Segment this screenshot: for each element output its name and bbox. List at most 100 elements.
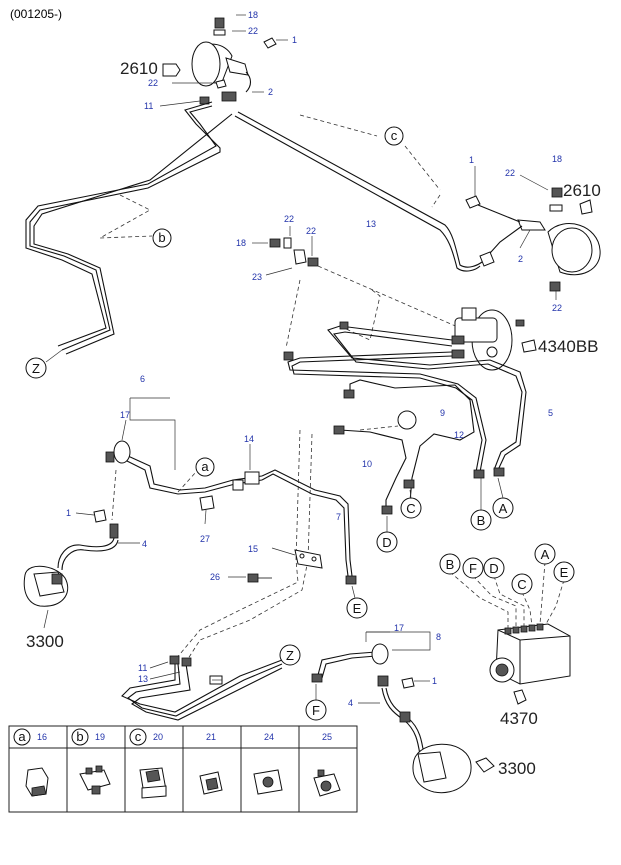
label-22-top: 22 [248, 26, 258, 36]
callout-F-abs [462, 557, 484, 579]
brake-pipe-13 [234, 111, 483, 272]
label-18-top: 18 [248, 10, 258, 20]
svg-text:B: B [446, 557, 455, 572]
brake-hose-4-left [57, 523, 140, 571]
label-13-top: 13 [366, 219, 376, 229]
label-22-right-bottom: 22 [552, 303, 562, 313]
label-17-left: 17 [120, 410, 130, 420]
label-13-bottom: 13 [138, 674, 148, 684]
callout-D-abs [483, 557, 505, 579]
brake-pipe-12 [349, 379, 475, 503]
brake-hose-4-right [381, 687, 425, 756]
label-22-topleft: 22 [148, 78, 158, 88]
clip-21-drawing [199, 771, 223, 795]
callout-d [397, 410, 417, 430]
label-4-left: 4 [142, 539, 147, 549]
callout-b [152, 228, 172, 248]
label-8: 8 [436, 632, 441, 642]
hose-fitting-17-left [105, 440, 131, 464]
rear-pipe-bundle [121, 655, 283, 721]
clip-16-drawing [25, 767, 49, 797]
label-1-top: 1 [292, 35, 297, 45]
label-2-top: 2 [268, 87, 273, 97]
label-7: 7 [336, 512, 341, 522]
label-12: 12 [454, 430, 464, 440]
clip-25-drawing [313, 769, 341, 797]
junction-block-15 [294, 549, 323, 569]
callout-c [384, 126, 404, 146]
front-left-brake-assembly [191, 17, 277, 105]
abs-unit-4370 [489, 623, 571, 685]
ref-4340bb: 4340BB [538, 337, 599, 356]
legend-num-19: 19 [95, 732, 105, 742]
svg-text:F: F [469, 561, 477, 576]
brake-pipe-10 [339, 429, 407, 510]
caliper-3300-left [23, 565, 69, 607]
clip-19-drawing [79, 765, 111, 795]
legend-num-16: 16 [37, 732, 47, 742]
svg-text:D: D [382, 535, 391, 550]
label-11-top: 11 [144, 101, 153, 111]
callout-a [195, 457, 215, 477]
ref-3300-right: 3300 [498, 759, 536, 778]
diagram-code: (001205-) [10, 7, 62, 21]
ref-2610-right: 2610 [563, 181, 601, 200]
label-22-right: 22 [505, 168, 515, 178]
label-11-bottom: 11 [138, 663, 147, 673]
front-right-brake-assembly [465, 187, 601, 292]
ref-3300-left: 3300 [26, 632, 64, 651]
callout-A-abs [534, 543, 556, 565]
brake-pipe-8 [317, 643, 389, 687]
svg-text:b: b [158, 230, 165, 245]
legend-num-21: 21 [206, 732, 216, 742]
ref-2610-left: 2610 [120, 59, 158, 78]
legend-num-20: 20 [153, 732, 163, 742]
label-23-center: 23 [252, 272, 262, 282]
callout-E-pipe [346, 597, 368, 619]
clip-20-drawing [139, 767, 167, 799]
label-15: 15 [248, 544, 258, 554]
label-4-right: 4 [348, 698, 353, 708]
label-1-right: 1 [469, 155, 474, 165]
svg-text:F: F [312, 703, 320, 718]
legend-table: a 16 b 19 c 20 21 24 25 [8, 725, 358, 813]
label-10: 10 [362, 459, 372, 469]
legend-letter-b: b [76, 729, 83, 744]
svg-text:c: c [391, 128, 398, 143]
label-17-right: 17 [394, 623, 404, 633]
svg-text:A: A [541, 547, 550, 562]
svg-text:C: C [517, 577, 526, 592]
label-14: 14 [244, 434, 254, 444]
callout-C-abs [511, 573, 533, 595]
svg-text:Z: Z [286, 648, 294, 663]
label-18-center: 18 [236, 238, 246, 248]
svg-text:A: A [499, 501, 508, 516]
callout-B-abs [439, 553, 461, 575]
brake-pipe-9 [327, 325, 527, 471]
legend-letter-a: a [18, 729, 26, 744]
ref-4370: 4370 [500, 709, 538, 728]
svg-text:B: B [477, 513, 486, 528]
svg-text:a: a [201, 459, 209, 474]
label-22-center-b: 22 [306, 226, 316, 236]
brake-pipe-11 [25, 101, 233, 355]
label-27: 27 [200, 534, 210, 544]
callout-z-bottom [279, 644, 301, 666]
label-2-right: 2 [518, 254, 523, 264]
svg-text:C: C [406, 501, 415, 516]
brake-pipe-5 [287, 351, 487, 473]
legend-num-25: 25 [322, 732, 332, 742]
svg-text:E: E [560, 565, 569, 580]
svg-text:D: D [489, 561, 498, 576]
svg-text:E: E [353, 601, 362, 616]
clip-24-drawing [253, 769, 283, 795]
label-1-bottom: 1 [432, 676, 437, 686]
label-6: 6 [140, 374, 145, 384]
label-5: 5 [548, 408, 553, 418]
svg-text:Z: Z [32, 361, 40, 376]
label-9: 9 [440, 408, 445, 418]
label-22-center-a: 22 [284, 214, 294, 224]
fitting-group-center [269, 237, 319, 267]
label-26: 26 [210, 572, 220, 582]
